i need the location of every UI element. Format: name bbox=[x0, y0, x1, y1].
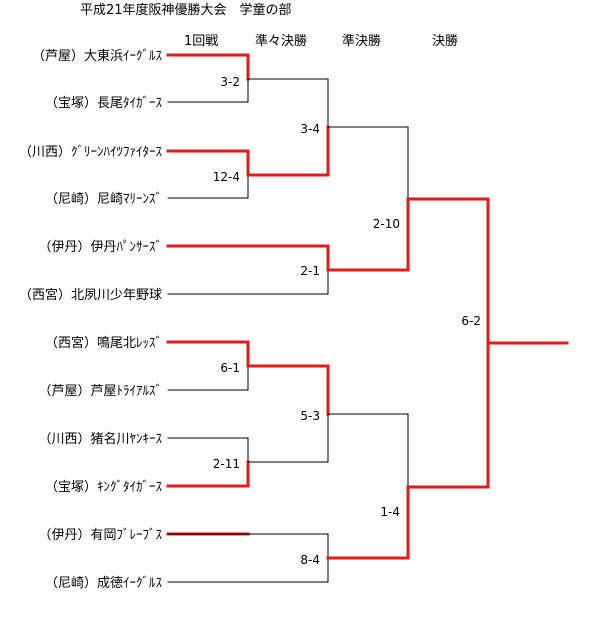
team-name: （宝塚）ｷﾝｸﾞﾀｲｶﾞｰｽ bbox=[45, 480, 163, 495]
team-name: （川西）猪名川ﾔﾝｷｰｽ bbox=[38, 431, 162, 447]
score-final: 6-2 bbox=[461, 314, 481, 328]
round-header-4: 決勝 bbox=[432, 34, 458, 49]
team-name: （伊丹）伊丹ﾊﾟﾝｻｰｽﾞ bbox=[38, 240, 162, 255]
round-header-3: 準決勝 bbox=[342, 33, 381, 49]
team-name: （伊丹）有岡ﾌﾞﾚｰﾌﾞｽ bbox=[38, 528, 162, 543]
round-header-2: 準々決勝 bbox=[255, 33, 307, 49]
round-header-1: 1回戦 bbox=[184, 34, 218, 49]
score-sf-2: 1-4 bbox=[380, 505, 400, 519]
team-name: （西宮）北夙川少年野球 bbox=[19, 287, 162, 303]
score-sf-1: 2-10 bbox=[373, 217, 400, 231]
score-r1-1: 3-2 bbox=[220, 75, 240, 89]
score-qf-1: 3-4 bbox=[300, 122, 320, 136]
score-qf-2: 2-1 bbox=[300, 264, 320, 278]
team-name: （西宮）鳴尾北ﾚｯｽﾞ bbox=[45, 335, 162, 351]
bracket-lines bbox=[166, 53, 569, 583]
score-r1-3: 6-1 bbox=[220, 361, 240, 375]
score-r1-4: 2-11 bbox=[213, 457, 240, 471]
score-qf-4: 8-4 bbox=[300, 553, 320, 567]
team-name: （芦屋）芦屋ﾄﾗｲｱﾙｽﾞ bbox=[38, 384, 162, 399]
score-r1-2: 12-4 bbox=[213, 170, 240, 184]
team-name: （芦屋）大東浜ｲｰｸﾞﾙｽ bbox=[32, 48, 163, 64]
bracket-title: 平成21年度阪神優勝大会 学童の部 bbox=[80, 2, 292, 18]
score-qf-3: 5-3 bbox=[300, 409, 320, 423]
team-name: （川西）ｸﾞﾘｰﾝﾊｲﾂﾌｧｲﾀｰｽ bbox=[19, 145, 163, 160]
team-name: （尼崎）成徳ｲｰｸﾞﾙｽ bbox=[45, 576, 163, 591]
team-name: （尼崎）尼崎ﾏﾘｰﾝｽﾞ bbox=[45, 192, 162, 207]
team-name: （宝塚）長尾ﾀｲｶﾞｰｽ bbox=[45, 96, 163, 111]
